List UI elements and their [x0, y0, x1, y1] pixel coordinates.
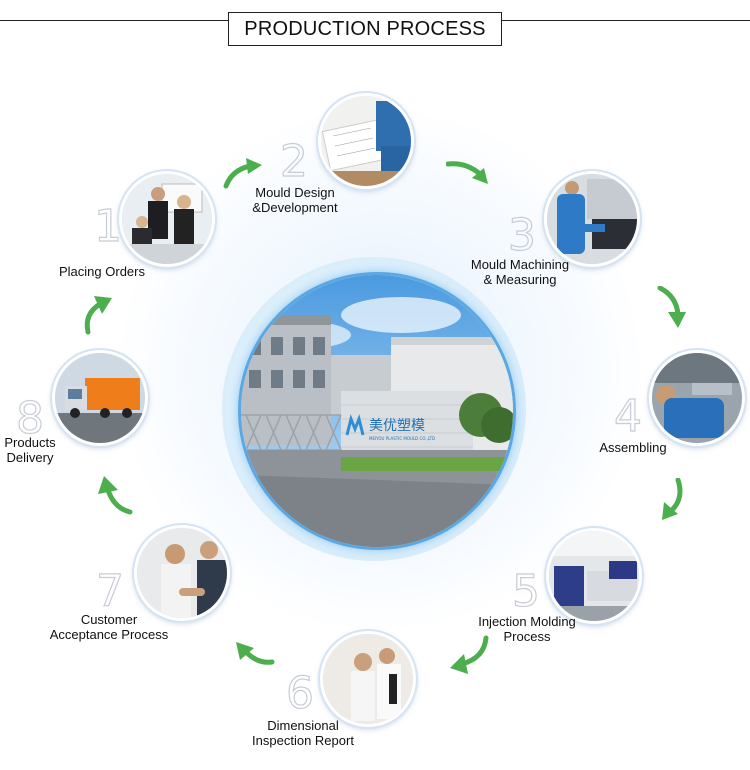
step-2-number: 2 — [279, 136, 308, 187]
page-title: PRODUCTION PROCESS — [228, 12, 502, 46]
step-8-photo — [52, 350, 148, 446]
step-6-photo — [320, 631, 416, 727]
arrow-7-to-8-icon — [98, 476, 133, 515]
step-1-number: 1 — [93, 201, 122, 252]
company-sign-subtext: MEIYOU PLASTIC MOULD CO.,LTD — [369, 436, 435, 441]
step-3-label: Mould Machining & Measuring — [470, 257, 570, 287]
header-rule-right — [500, 20, 750, 21]
arrow-2-to-3-icon — [446, 161, 488, 184]
arrow-5-to-6-icon — [450, 635, 489, 674]
company-sign-text: 美优塑模 — [369, 418, 425, 434]
step-2-photo — [318, 93, 414, 189]
step-7-label: Customer Acceptance Process — [49, 612, 169, 642]
step-8-number: 8 — [15, 393, 44, 444]
step-5-number: 5 — [511, 566, 540, 617]
step-8-label: Products Delivery — [4, 435, 56, 465]
step-3-number: 3 — [507, 210, 536, 261]
header-rule-left — [0, 20, 228, 21]
arrow-6-to-7-icon — [236, 642, 275, 665]
arrow-8-to-1-icon — [84, 296, 112, 335]
step-3-photo — [544, 171, 640, 267]
step-1-photo — [119, 171, 215, 267]
step-4-photo — [649, 350, 745, 446]
step-1-label: Placing Orders — [59, 264, 145, 279]
step-4-number: 4 — [613, 391, 642, 442]
company-logo — [345, 414, 365, 436]
factory-photo: 美优塑模 MEIYOU PLASTIC MOULD CO.,LTD — [238, 272, 516, 550]
step-6-label: Dimensional Inspection Report — [252, 718, 354, 748]
step-6-number: 6 — [285, 668, 314, 719]
step-5-label: Injection Molding Process — [478, 614, 576, 644]
arrow-4-to-5-icon — [662, 478, 683, 520]
step-5-photo — [546, 528, 642, 624]
arrow-3-to-4-icon — [657, 286, 686, 328]
step-7-photo — [134, 525, 230, 621]
step-2-label: Mould Design &Development — [252, 185, 338, 215]
arrow-1-to-2-icon — [223, 158, 262, 189]
step-4-label: Assembling — [599, 440, 667, 455]
step-7-number: 7 — [95, 566, 124, 617]
